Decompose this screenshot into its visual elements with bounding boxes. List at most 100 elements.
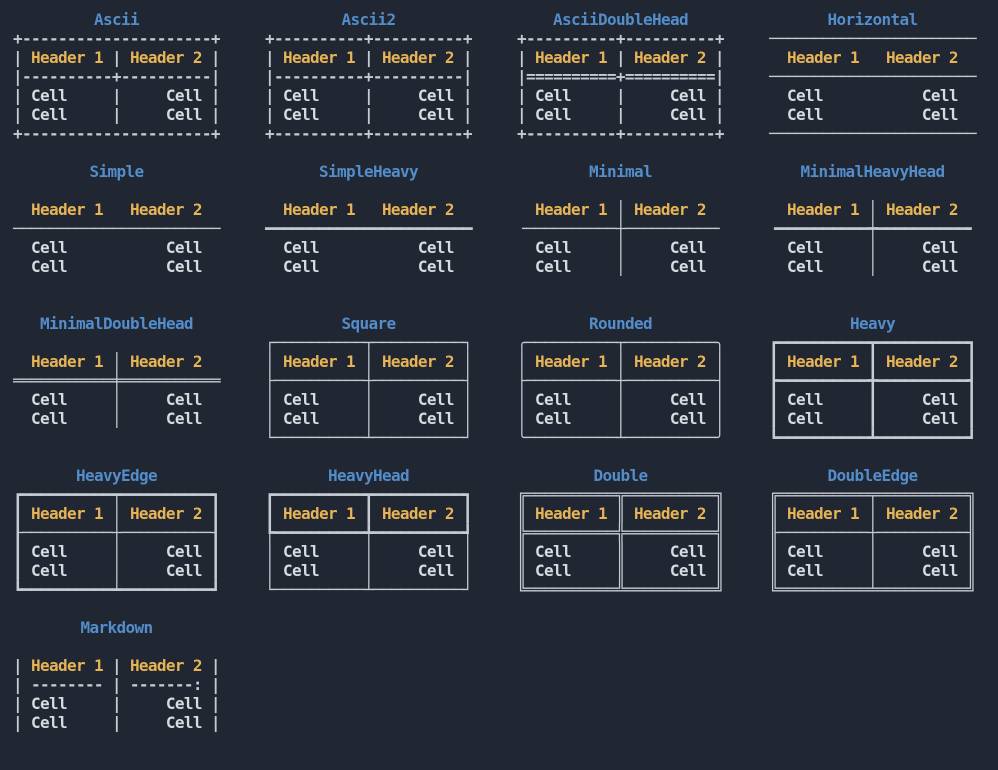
box-border-run: ┌──────────┬──────────┐	[265, 333, 472, 352]
table-simple: Simple Header 1 Header 2 ───────────────…	[13, 162, 220, 314]
box-line: ┗━━━━━━━━━━┷━━━━━━━━━━┛	[13, 580, 220, 599]
box-line: Header 1 │ Header 2	[13, 352, 220, 371]
box-line: ━━━━━━━━━━━━━━━━━━━━━━━	[265, 219, 472, 238]
cell-value: Cell	[274, 105, 364, 124]
box-border-run	[364, 238, 373, 257]
cell-value: Cell	[625, 257, 715, 276]
box-line: Cell │ Cell	[517, 238, 724, 257]
cell-value: Cell	[121, 86, 211, 105]
box-border-run: │	[706, 352, 724, 371]
box-border-run: ║	[967, 561, 976, 580]
table-title: Heavy	[769, 314, 976, 333]
box-line: +---------------------+	[13, 29, 220, 48]
box-line: ╚══════════╧══════════╝	[769, 580, 976, 599]
box-border-run	[463, 257, 472, 276]
box-line: ├──────────┼──────────┤	[517, 371, 724, 390]
table-minimal: Minimal Header 1 │ Header 2 ╶──────────┼…	[517, 162, 724, 314]
cell-value: Cell	[373, 105, 463, 124]
box-border-run	[13, 390, 22, 409]
table-ascii-double-head: AsciiDoubleHead+----------+----------+| …	[517, 10, 724, 162]
box-border-run: │	[715, 390, 724, 409]
cell-value: Cell	[274, 390, 364, 409]
box-border-run: ───────────────────────	[769, 124, 976, 143]
box-border-run: |	[202, 656, 220, 675]
box-border-run: │	[463, 561, 472, 580]
box-line: ┡━━━━━━━━━━╇━━━━━━━━━━┩	[265, 523, 472, 542]
table-ascii2: Ascii2+----------+----------+| Header 1 …	[265, 10, 472, 162]
box-border-run	[112, 257, 121, 276]
box-border-run: ┃	[265, 504, 283, 523]
box-line: ┃ Cell │ Cell ┃	[13, 542, 220, 561]
box-border-run	[859, 48, 886, 67]
cell-value: Cell	[274, 409, 364, 428]
box-border-run: |	[355, 48, 382, 67]
box-line: |==========+==========|	[517, 67, 724, 86]
box-border-run: ║	[607, 504, 634, 523]
box-border-run: │	[463, 390, 472, 409]
box-border-run	[958, 200, 976, 219]
table-title: Markdown	[13, 618, 220, 637]
header-label: Header 1	[31, 504, 103, 523]
box-line: │ Cell │ Cell │	[265, 542, 472, 561]
box-border-run: │	[364, 390, 373, 409]
box-line: Cell Cell	[769, 105, 976, 124]
cell-value: Cell	[778, 542, 868, 561]
table-minimal-double-head: MinimalDoubleHead Header 1 │ Header 2 ══…	[13, 314, 220, 466]
header-label: Header 1	[535, 200, 607, 219]
box-line: │ Cell │ Cell │	[265, 390, 472, 409]
box-border-run: ┣━━━━━━━━━━╋━━━━━━━━━━┫	[769, 371, 976, 390]
box-border-run: │	[517, 390, 526, 409]
box-border-run	[715, 238, 724, 257]
cell-value: Cell	[22, 409, 112, 428]
box-line: Header 1 Header 2	[265, 200, 472, 219]
box-border-run	[211, 257, 220, 276]
box-border-run	[517, 238, 526, 257]
table-title: Minimal	[517, 162, 724, 181]
box-line: ┃ Cell │ Cell ┃	[13, 561, 220, 580]
box-border-run	[769, 200, 787, 219]
cell-value: Cell	[274, 238, 364, 257]
box-border-run: |	[463, 86, 472, 105]
box-line: | -------- | -------: |	[13, 675, 220, 694]
box-border-run: ║	[769, 504, 787, 523]
box-line: ║ Cell ║ Cell ║	[517, 542, 724, 561]
box-border-run: ║	[616, 542, 625, 561]
table-heavy: Heavy┏━━━━━━━━━━┳━━━━━━━━━━┓┃ Header 1 ┃…	[769, 314, 976, 466]
header-label: Header 2	[634, 352, 706, 371]
cell-value: Cell	[373, 257, 463, 276]
box-border-run: ║	[715, 542, 724, 561]
header-label: Header 2	[130, 200, 202, 219]
header-label: Header 1	[31, 656, 103, 675]
box-line: Cell Cell	[13, 257, 220, 276]
header-label: Header 1	[283, 352, 355, 371]
cell-value: Cell	[373, 542, 463, 561]
cell-value: Cell	[877, 238, 967, 257]
cell-value: Cell	[625, 390, 715, 409]
header-label: Header 2	[634, 504, 706, 523]
box-border-run: │	[868, 561, 877, 580]
box-border-run: |	[517, 105, 526, 124]
box-border-run: |	[112, 713, 121, 732]
box-border-run: ┃	[769, 390, 778, 409]
box-line: ╟──────────┼──────────╢	[769, 523, 976, 542]
box-line: +----------+----------+	[265, 124, 472, 143]
box-border-run: |	[13, 86, 22, 105]
terminal-screen: Ascii+---------------------+| Header 1 |…	[0, 0, 998, 751]
cell-value: Cell	[373, 561, 463, 580]
box-line: │ Header 1 │ Header 2 │	[265, 352, 472, 371]
table-double-edge: DoubleEdge╔══════════╤══════════╗║ Heade…	[769, 466, 976, 618]
box-border-run: ┃	[454, 504, 472, 523]
box-border-run: ╠══════════╬══════════╣	[517, 523, 724, 542]
box-line: +----------+----------+	[265, 29, 472, 48]
header-label: Header 1	[787, 200, 859, 219]
cell-value: Cell	[274, 561, 364, 580]
box-border-run: │	[265, 561, 274, 580]
box-line: ┃ Header 1 ┃ Header 2 ┃	[265, 504, 472, 523]
cell-value: Cell	[274, 86, 364, 105]
table-markdown: Markdown| Header 1 | Header 2 || -------…	[13, 618, 220, 770]
box-border-run	[967, 86, 976, 105]
box-border-run: |	[265, 86, 274, 105]
box-border-run: ╭──────────┬──────────╮	[517, 333, 724, 352]
box-border-run: │	[265, 390, 274, 409]
cell-value: Cell	[22, 390, 112, 409]
